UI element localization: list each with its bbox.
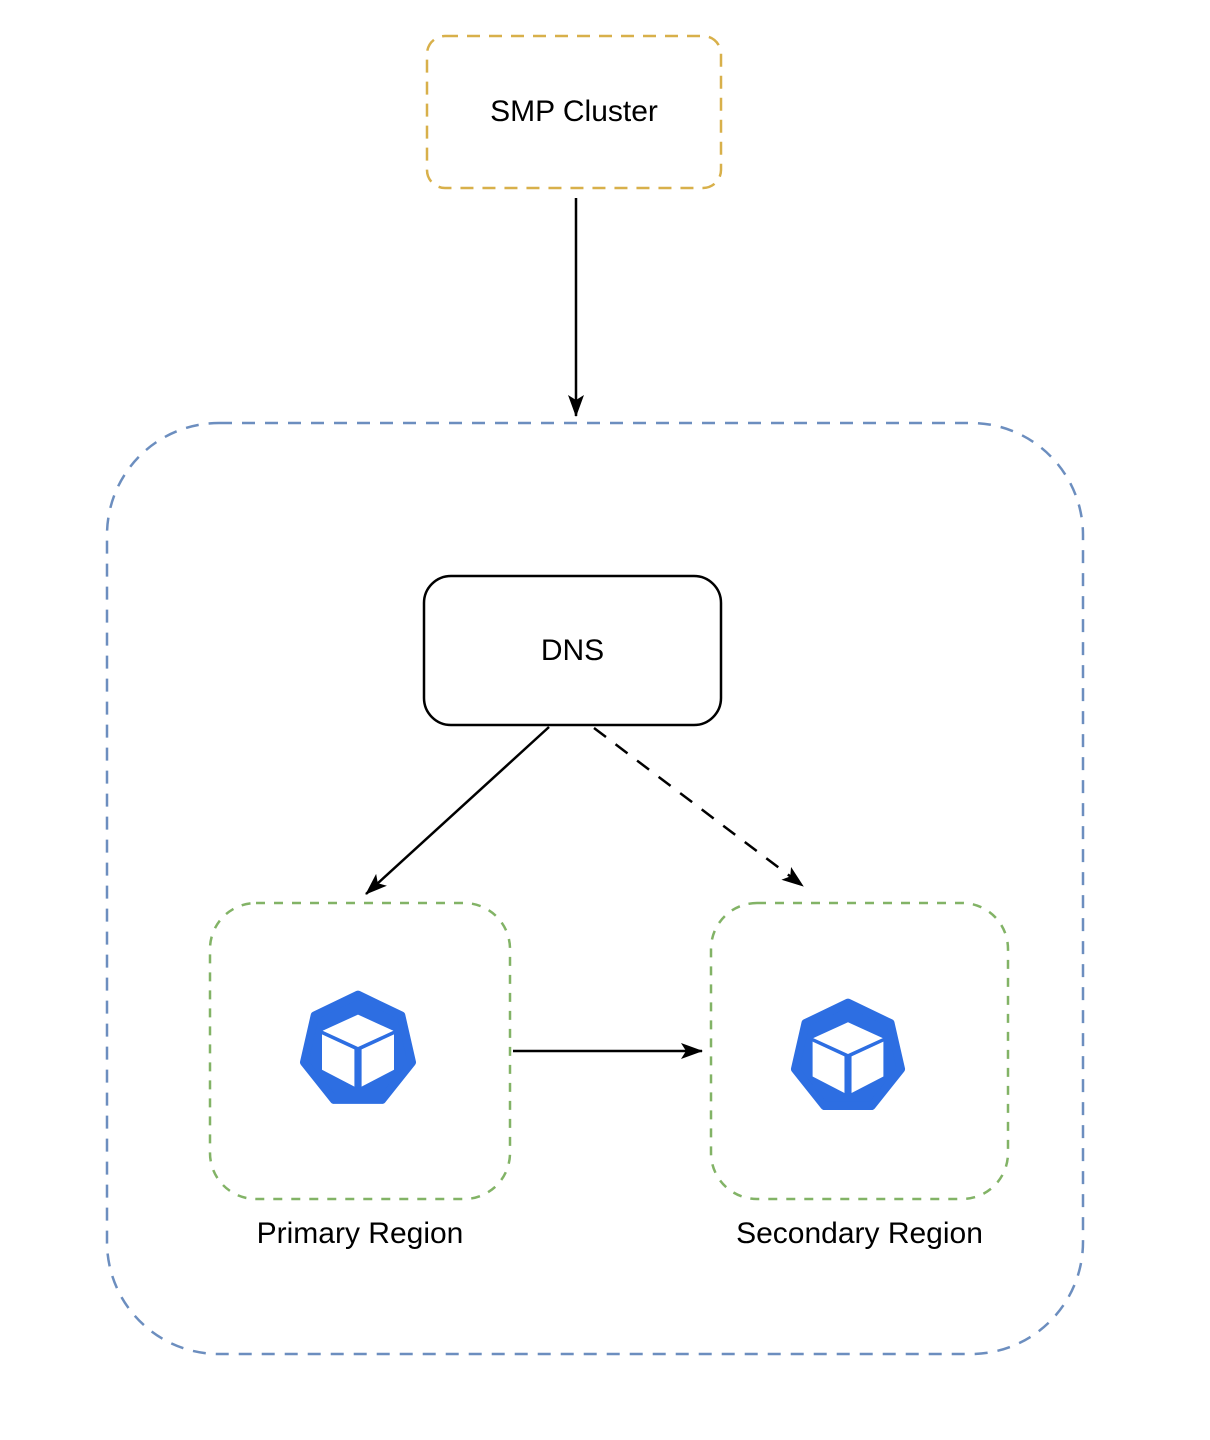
- secondary-region-label: Secondary Region: [736, 1217, 983, 1250]
- heptagon-shape: [299, 990, 417, 1104]
- secondary-cube-heptagon-icon: [790, 998, 906, 1111]
- dns-label: DNS: [540, 633, 605, 667]
- secondary-region-box: [709, 901, 1010, 1201]
- edge-dns-to-primary: [365, 726, 550, 895]
- cube-left-face: [812, 1041, 845, 1093]
- cube-left-face: [322, 1034, 355, 1087]
- primary-region-label: Primary Region: [256, 1217, 464, 1250]
- cube-right-face: [361, 1034, 394, 1087]
- primary-cube-heptagon-icon: [299, 990, 417, 1104]
- smp-cluster-label: SMP Cluster: [490, 95, 658, 128]
- outer-container-box: [105, 421, 1085, 1356]
- heptagon-shape: [790, 998, 906, 1111]
- cube-top-face: [813, 1022, 883, 1055]
- cube-right-face: [851, 1041, 884, 1093]
- edge-dns-to-secondary: [593, 727, 804, 887]
- dns-box: [422, 574, 723, 727]
- primary-region-box: [208, 901, 512, 1201]
- smp-cluster-box: [425, 34, 723, 190]
